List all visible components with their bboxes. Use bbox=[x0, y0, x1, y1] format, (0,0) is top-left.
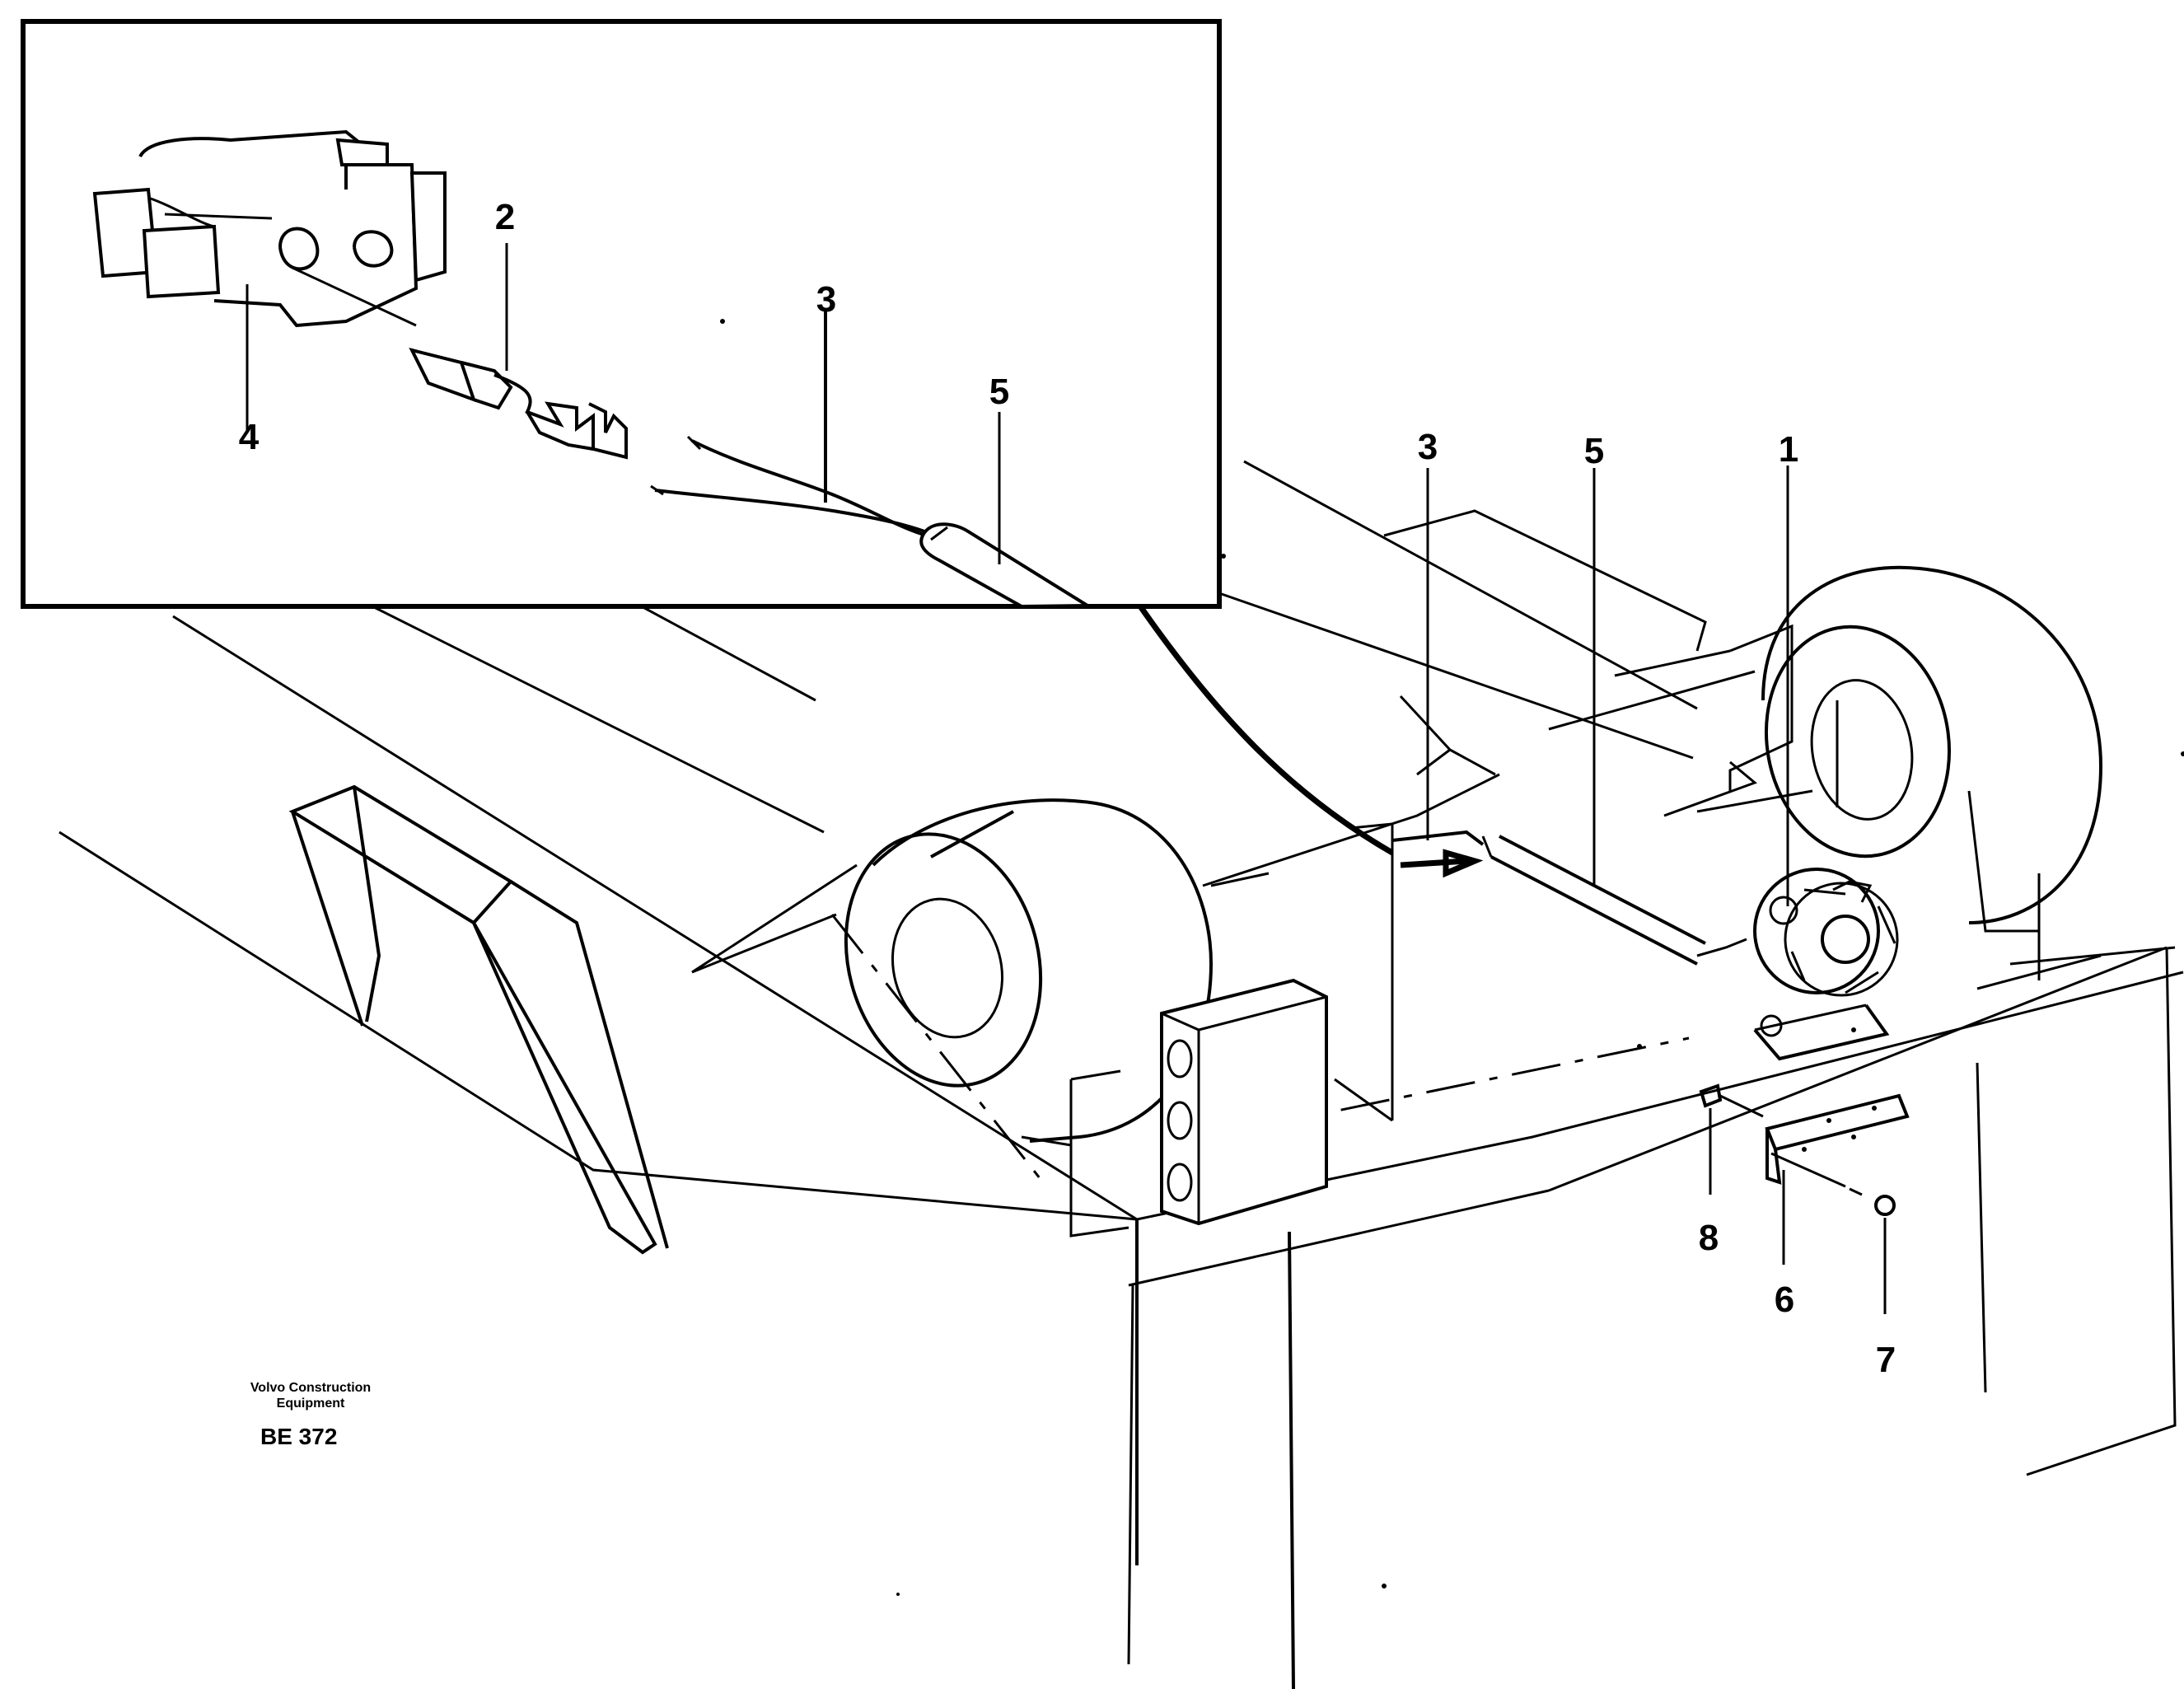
callout-main-3: 3 bbox=[1418, 427, 1438, 467]
main-leaders bbox=[1426, 466, 1789, 906]
callout-main-1: 1 bbox=[1779, 429, 1798, 470]
callout-main-5: 5 bbox=[1584, 431, 1604, 471]
credit-line-1: Volvo Construction bbox=[250, 1381, 372, 1395]
wires-and-sleeve bbox=[650, 309, 1093, 609]
callout-main-6: 6 bbox=[1775, 1280, 1794, 1320]
callout-inset-5: 5 bbox=[989, 372, 1009, 412]
bracket-and-fasteners bbox=[1699, 1083, 1910, 1314]
callout-inset-3: 3 bbox=[816, 279, 836, 320]
right-wheel bbox=[1696, 565, 2103, 933]
terminal-pin bbox=[409, 243, 628, 460]
inset-detail bbox=[21, 19, 1222, 609]
cable-and-sensor bbox=[1134, 600, 1899, 1061]
credit-line-2: Equipment bbox=[276, 1397, 345, 1411]
inset-frame bbox=[21, 19, 1222, 609]
callout-main-8: 8 bbox=[1699, 1218, 1719, 1258]
callout-inset-2: 2 bbox=[495, 197, 515, 237]
machine-frame bbox=[58, 460, 2184, 1690]
callout-labels: 2 3 4 5 3 5 1 8 6 7 bbox=[239, 197, 1896, 1380]
callout-inset-4: 4 bbox=[239, 417, 260, 457]
connector-housing bbox=[92, 129, 447, 433]
left-wheel bbox=[691, 798, 1214, 1237]
scan-specks bbox=[720, 319, 2184, 1596]
manufacturer-credit: Volvo Construction Equipment bbox=[232, 1380, 389, 1411]
callout-main-7: 7 bbox=[1876, 1340, 1896, 1380]
drawing-code: BE 372 bbox=[260, 1424, 338, 1449]
junction-box bbox=[1160, 978, 1328, 1226]
